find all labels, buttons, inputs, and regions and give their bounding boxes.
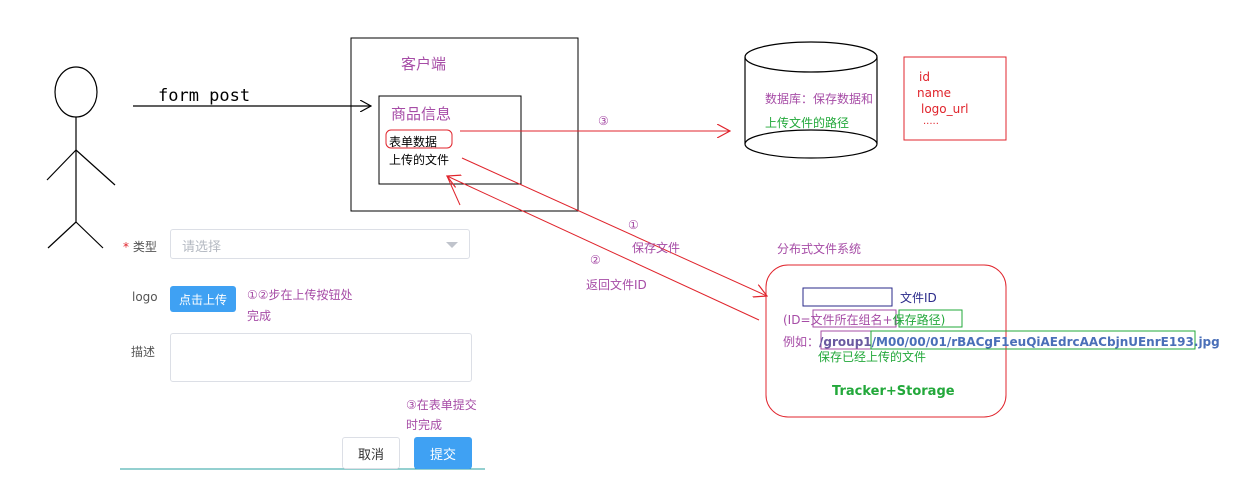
- id-group-part: 文件所在组名: [810, 313, 883, 327]
- type-label-text: 类型: [132, 240, 157, 254]
- step1-arrow: [461, 157, 767, 296]
- save-path-highlight: [898, 309, 963, 328]
- chevron-down-icon: [446, 242, 458, 248]
- required-mark: *: [123, 240, 129, 254]
- field-logo-url: logo_url: [921, 102, 969, 116]
- logo-label: logo: [132, 290, 158, 304]
- saved-file-note: 保存已经上传的文件: [818, 350, 927, 364]
- example-path-highlight: [870, 330, 1196, 350]
- upload-note-line1: ①②步在上传按钮处: [247, 288, 353, 302]
- upload-button[interactable]: 点击上传: [170, 286, 236, 312]
- id-formula-prefix: (ID=: [783, 313, 811, 327]
- example-path: /M00/00/01/rBACgF1euQiAEdrcAACbjnUEnrE19…: [871, 335, 1220, 349]
- file-id-label: 文件ID: [900, 291, 937, 305]
- example-line: 例如：/group1/M00/00/01/rBACgF1euQiAEdrcAAC…: [783, 333, 1220, 350]
- upload-note-line2: 完成: [247, 309, 272, 323]
- submit-note-line2: 时完成: [406, 418, 443, 432]
- product-info-title: 商品信息: [391, 105, 452, 123]
- description-label: 描述: [131, 345, 156, 359]
- field-id: id: [919, 70, 930, 84]
- client-title: 客户端: [401, 55, 447, 73]
- fields-box: [903, 56, 1007, 141]
- step2-arrow-extra-stroke: [446, 175, 461, 206]
- id-plus: +: [882, 313, 893, 327]
- example-prefix: 例如：: [783, 335, 820, 349]
- submit-note-line1: ③在表单提交: [406, 398, 477, 412]
- step1-label: ①: [628, 218, 639, 232]
- step2-arrow: [447, 176, 760, 321]
- submit-button[interactable]: 提交: [414, 437, 472, 469]
- database-caption-line1: 数据库：保存数据和: [765, 92, 874, 106]
- cancel-button[interactable]: 取消: [342, 437, 400, 469]
- field-name: name: [917, 86, 952, 100]
- id-path-part: 保存路径): [892, 313, 946, 327]
- example-group: /group1: [819, 335, 872, 349]
- save-file-label: 保存文件: [632, 241, 681, 255]
- type-select[interactable]: 请选择: [170, 229, 470, 259]
- form-post-label: form post: [158, 86, 251, 106]
- client-outer-box: [350, 37, 579, 212]
- field-ellipsis: .....: [923, 116, 939, 127]
- description-textarea[interactable]: [170, 333, 472, 382]
- return-file-id-label: 返回文件ID: [586, 278, 647, 292]
- file-id-box: [802, 287, 893, 307]
- dfs-title: 分布式文件系统: [777, 242, 862, 256]
- type-label: * 类型: [123, 238, 157, 255]
- tracker-storage-label: Tracker+Storage: [832, 384, 955, 399]
- group-name-highlight: [812, 309, 897, 328]
- step2-label: ②: [590, 253, 601, 267]
- dfs-box: [765, 264, 1007, 418]
- uploaded-file-label: 上传的文件: [389, 153, 450, 167]
- form-data-highlight: [385, 129, 453, 149]
- type-select-placeholder: 请选择: [182, 240, 222, 255]
- database-caption-line2: 上传文件的路径: [765, 116, 850, 130]
- form-data-label: 表单数据: [389, 135, 438, 149]
- database-cylinder: [744, 41, 878, 159]
- id-formula: (ID=文件所在组名+保存路径): [783, 311, 945, 328]
- user-stick-figure: [46, 66, 116, 249]
- step3-label: ③: [598, 114, 609, 128]
